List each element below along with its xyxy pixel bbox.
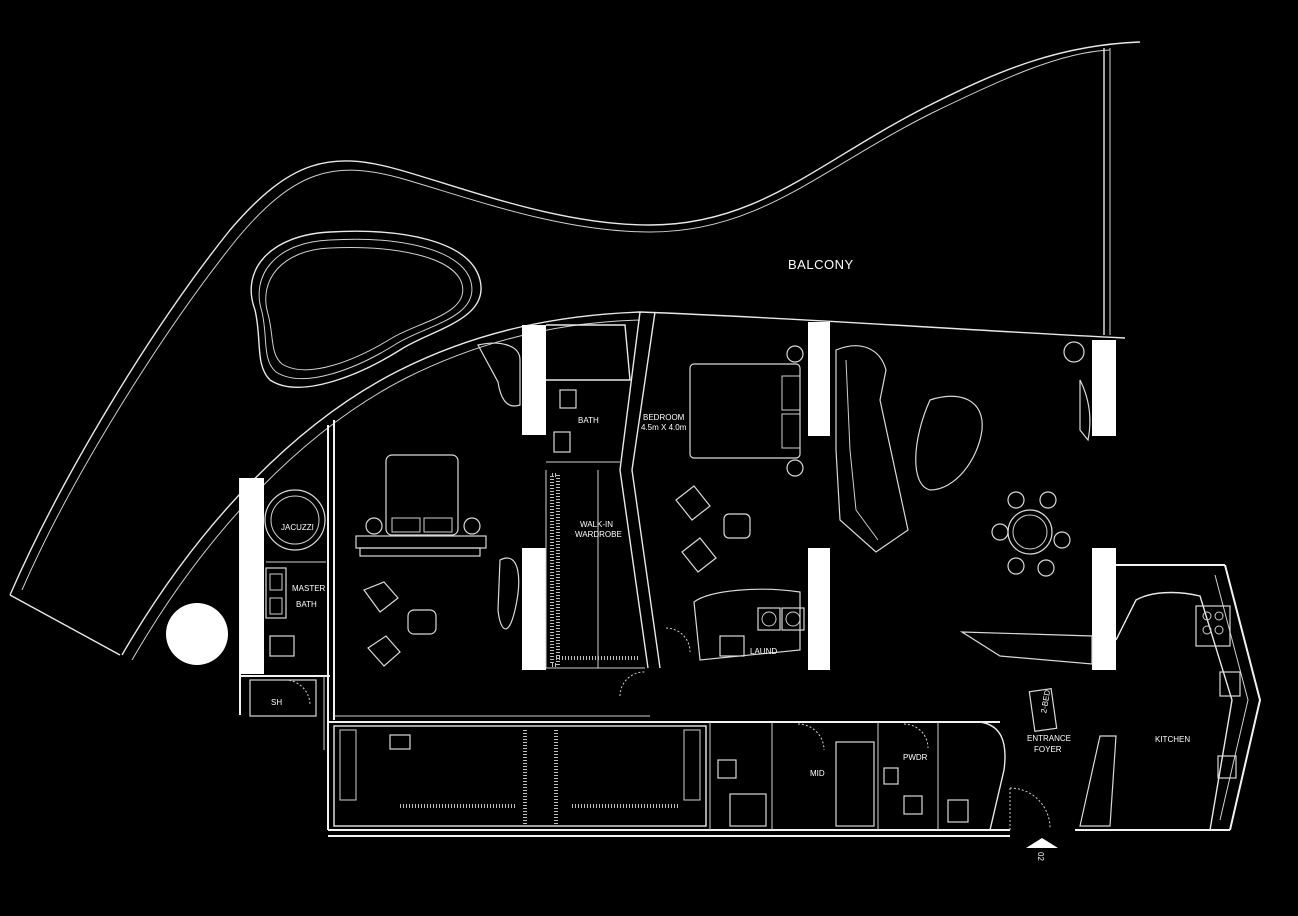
balcony-left-edge [9,594,121,656]
label-kitchen: KITCHEN [1155,735,1190,744]
label-bedroom-size: 4.5m X 4.0m [641,423,687,432]
label-walkin-2: WARDROBE [575,530,622,539]
balcony-outer-edge [9,41,1141,596]
label-entry-marker: 02 [1036,852,1045,861]
label-balcony: BALCONY [788,257,854,272]
label-master-bath: BATH [296,600,317,609]
living-dining-furniture [835,341,1093,665]
label-sh: SH [271,698,282,707]
entrance-kitchen-zone [979,591,1241,848]
balcony-outer-edge-inner [21,49,1111,591]
label-bedroom: BEDROOM [643,413,685,422]
bath-walkin-zone [497,311,661,669]
facade-curve-2 [131,319,641,661]
service-strip [333,722,969,830]
bedroom-furniture [619,345,805,697]
master-bedroom-furniture [355,342,521,667]
label-entrance: ENTRANCE [1027,734,1071,743]
label-laund: LAUND [750,647,777,656]
facade-curve [121,311,1126,656]
label-bath: BATH [578,416,599,425]
label-lift-tag: 2-BED [1039,689,1052,714]
master-bath-zone [249,489,326,750]
label-jacuzzi: JACUZZI [281,523,314,532]
structural-columns [240,322,1116,674]
label-pwdr: PWDR [903,753,928,762]
label-walkin-1: WALK-IN [580,520,613,529]
label-mid: MID [810,769,825,778]
label-master: MASTER [292,584,326,593]
pool [250,230,482,388]
label-foyer: FOYER [1034,745,1062,754]
round-planter [166,603,228,665]
